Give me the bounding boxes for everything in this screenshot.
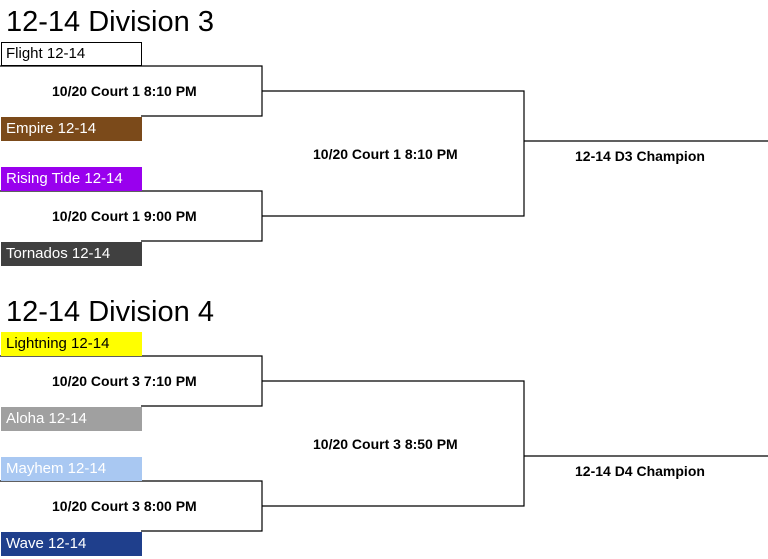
team-lightning: Lightning 12-14 <box>1 332 142 356</box>
team-rising-tide: Rising Tide 12-14 <box>1 167 142 191</box>
division-4-title: 12-14 Division 4 <box>6 296 214 328</box>
team-empire: Empire 12-14 <box>1 117 142 141</box>
team-tornados: Tornados 12-14 <box>1 242 142 266</box>
d4-final-line <box>262 380 525 507</box>
d4-game-1-label: 10/20 Court 3 7:10 PM <box>52 373 197 389</box>
d4-champion-label: 12-14 D4 Champion <box>575 463 705 479</box>
d3-game-2-label: 10/20 Court 1 9:00 PM <box>52 208 197 224</box>
d3-champion-label: 12-14 D3 Champion <box>575 148 705 164</box>
team-aloha: Aloha 12-14 <box>1 407 142 431</box>
d3-game-1-label: 10/20 Court 1 8:10 PM <box>52 83 197 99</box>
team-flight: Flight 12-14 <box>1 42 142 66</box>
d3-final-line <box>262 90 525 217</box>
d3-final-label: 10/20 Court 1 8:10 PM <box>313 146 458 162</box>
team-wave: Wave 12-14 <box>1 532 142 556</box>
d4-game-2-label: 10/20 Court 3 8:00 PM <box>52 498 197 514</box>
team-mayhem: Mayhem 12-14 <box>1 457 142 481</box>
division-3-title: 12-14 Division 3 <box>6 6 214 38</box>
d4-final-label: 10/20 Court 3 8:50 PM <box>313 436 458 452</box>
